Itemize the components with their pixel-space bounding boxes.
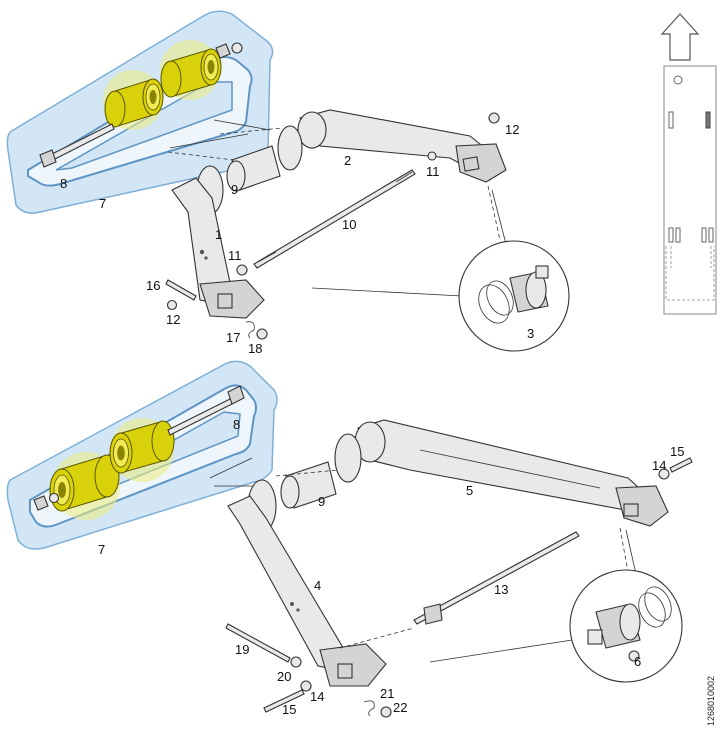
label-11-bottom: 11 [228,248,242,263]
bolt-icon [167,385,245,436]
upper-arm-2 [297,109,507,183]
label-16: 16 [146,278,160,293]
clip-icon [363,700,375,717]
lower-arm-4 [227,495,387,687]
bolt-icon [165,279,197,301]
label-21: 21 [380,686,394,701]
label-14-bottom: 14 [310,689,324,704]
reference-code: 1268010002 [706,676,716,726]
label-14-right: 14 [652,458,666,473]
clip-icon [245,321,268,340]
nut-icon [215,42,243,59]
label-7-top: 7 [99,196,106,211]
label-10: 10 [342,217,356,232]
detail-panel-bottom [6,360,278,550]
bushing-highlight-icon [160,48,222,98]
label-18: 18 [248,341,262,356]
detail-circle-3 [458,240,570,352]
label-15-right: 15 [670,444,684,459]
lower-arm-5 [354,419,669,527]
label-15-bottom: 15 [282,702,296,717]
label-6: 6 [634,654,641,669]
detail-circle-6 [569,569,683,683]
nut-icon [166,112,500,311]
label-9-top: 9 [231,182,238,197]
label-22: 22 [393,700,407,715]
bolt-icon [39,123,115,168]
rod-10 [253,169,416,269]
label-9-bottom: 9 [318,494,325,509]
label-3: 3 [527,326,534,341]
rod-13 [413,531,580,625]
label-17: 17 [226,330,240,345]
upper-arm-1 [171,177,265,319]
nut-icon [33,492,60,511]
label-12-bottom: 12 [166,312,180,327]
label-1: 1 [215,227,222,242]
bushing-highlight-icon [104,78,164,128]
label-19: 19 [235,642,249,657]
nut-icon [290,468,670,718]
label-7-bottom: 7 [98,542,105,557]
bushing-highlight-icon [109,420,175,474]
label-13: 13 [494,582,508,597]
label-12-top: 12 [505,122,519,137]
label-8-top: 8 [60,176,67,191]
label-8-bottom: 8 [233,417,240,432]
vehicle-orientation-icon [660,13,717,315]
bolt-icon [225,457,693,713]
label-11-top: 11 [426,164,440,179]
label-20: 20 [277,669,291,684]
label-5: 5 [466,483,473,498]
label-2: 2 [344,153,351,168]
bushing-9-top [196,125,303,215]
label-4: 4 [314,578,321,593]
detail-panel-top [6,10,274,214]
